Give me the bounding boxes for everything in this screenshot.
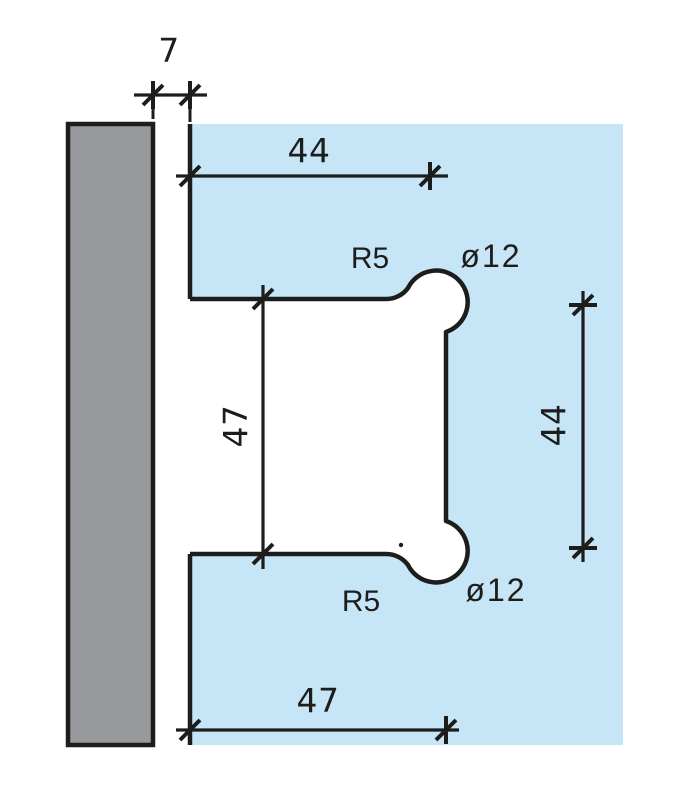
dim-tick (178, 716, 202, 744)
dim-tick (569, 293, 597, 317)
wall-profile (65, 121, 156, 748)
dim-tick (141, 81, 165, 109)
hinge-cutout (190, 270, 468, 583)
stray-dot (398, 542, 404, 548)
dim-tick (178, 81, 202, 109)
dim-tick (434, 716, 458, 744)
dimension-top-width: 44 (176, 131, 448, 190)
dim-hole-spacing-label: 44 (534, 404, 573, 447)
dim-tick (249, 542, 277, 566)
dimension-gap: 7 (134, 31, 207, 122)
dim-notch-height-label: 47 (216, 405, 255, 448)
radius-label-bottom: R5 (342, 585, 380, 618)
dim-gap-label: 7 (158, 31, 180, 70)
hinge-cutout-outline (190, 268, 470, 585)
hole-diameter-label-bottom: ø12 (465, 572, 526, 608)
dim-tick (249, 287, 277, 311)
dim-tick (569, 536, 597, 560)
radius-label-top: R5 (351, 242, 389, 275)
dimension-hole-spacing: 44 (534, 291, 597, 562)
dim-tick (418, 162, 442, 190)
hole-diameter-label-top: ø12 (460, 238, 521, 274)
dimension-notch-height: 47 (216, 285, 277, 569)
dim-bottom-width-label: 47 (297, 681, 340, 720)
dim-top-width-label: 44 (288, 131, 331, 170)
dim-tick (178, 162, 202, 190)
dimension-bottom-width: 47 (176, 681, 459, 744)
